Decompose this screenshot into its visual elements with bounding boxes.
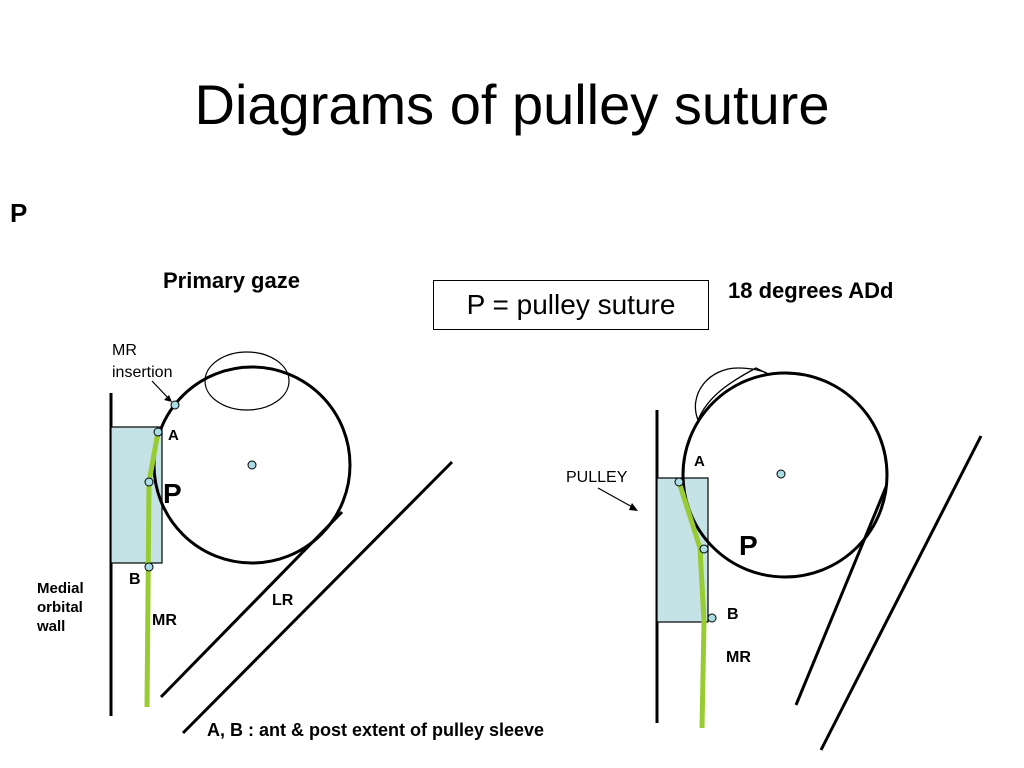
medial-orbital-wall-label: Medial orbital wall <box>37 580 84 635</box>
right-lr-inner-line <box>794 486 888 706</box>
right-pulley-arrow <box>597 487 635 509</box>
right-arrowhead <box>629 503 638 511</box>
left-globe-center <box>247 460 257 470</box>
slide-title: Diagrams of pulley suture <box>194 73 830 136</box>
right-ellipse <box>694 367 769 422</box>
left-lr-outer-line <box>181 460 454 735</box>
right-pulley-suture-point <box>699 544 709 554</box>
right-heading: 18 degrees ADd <box>728 278 894 303</box>
right-globe-center <box>776 469 786 479</box>
right-b-label: B <box>727 606 739 623</box>
footnote: A, B : ant & post extent of pulley sleev… <box>207 720 545 740</box>
legend-box: P = pulley suture <box>433 280 709 330</box>
right-lr-outer-line <box>819 435 983 751</box>
left-ellipse <box>204 351 290 411</box>
left-insertion-point <box>170 400 180 410</box>
left-heading: Primary gaze <box>163 268 300 293</box>
right-mr-label: MR <box>726 649 751 666</box>
right-a-label: A <box>694 453 705 470</box>
left-lr-inner-line <box>159 510 344 699</box>
right-point-b <box>707 613 717 623</box>
left-mr-label: MR <box>152 612 177 629</box>
lr-label: LR <box>272 592 294 609</box>
left-pulley-suture-point <box>144 477 154 487</box>
right-panel <box>597 367 983 751</box>
right-mr-muscle <box>676 481 707 729</box>
corner-p-label: P <box>10 198 28 228</box>
left-a-label: A <box>168 427 179 444</box>
left-mr-insertion-arrow <box>151 380 171 401</box>
left-arrowhead <box>164 395 172 402</box>
right-globe <box>681 371 889 579</box>
left-point-b <box>144 562 154 572</box>
right-point-a <box>674 477 684 487</box>
left-panel <box>109 351 454 735</box>
left-b-label: B <box>129 571 141 588</box>
mr-insertion-label: MR insertion <box>112 342 173 381</box>
left-p-label: P <box>163 478 182 509</box>
pulley-label: PULLEY <box>566 469 628 486</box>
left-point-a <box>153 427 163 437</box>
right-p-label: P <box>739 530 758 561</box>
